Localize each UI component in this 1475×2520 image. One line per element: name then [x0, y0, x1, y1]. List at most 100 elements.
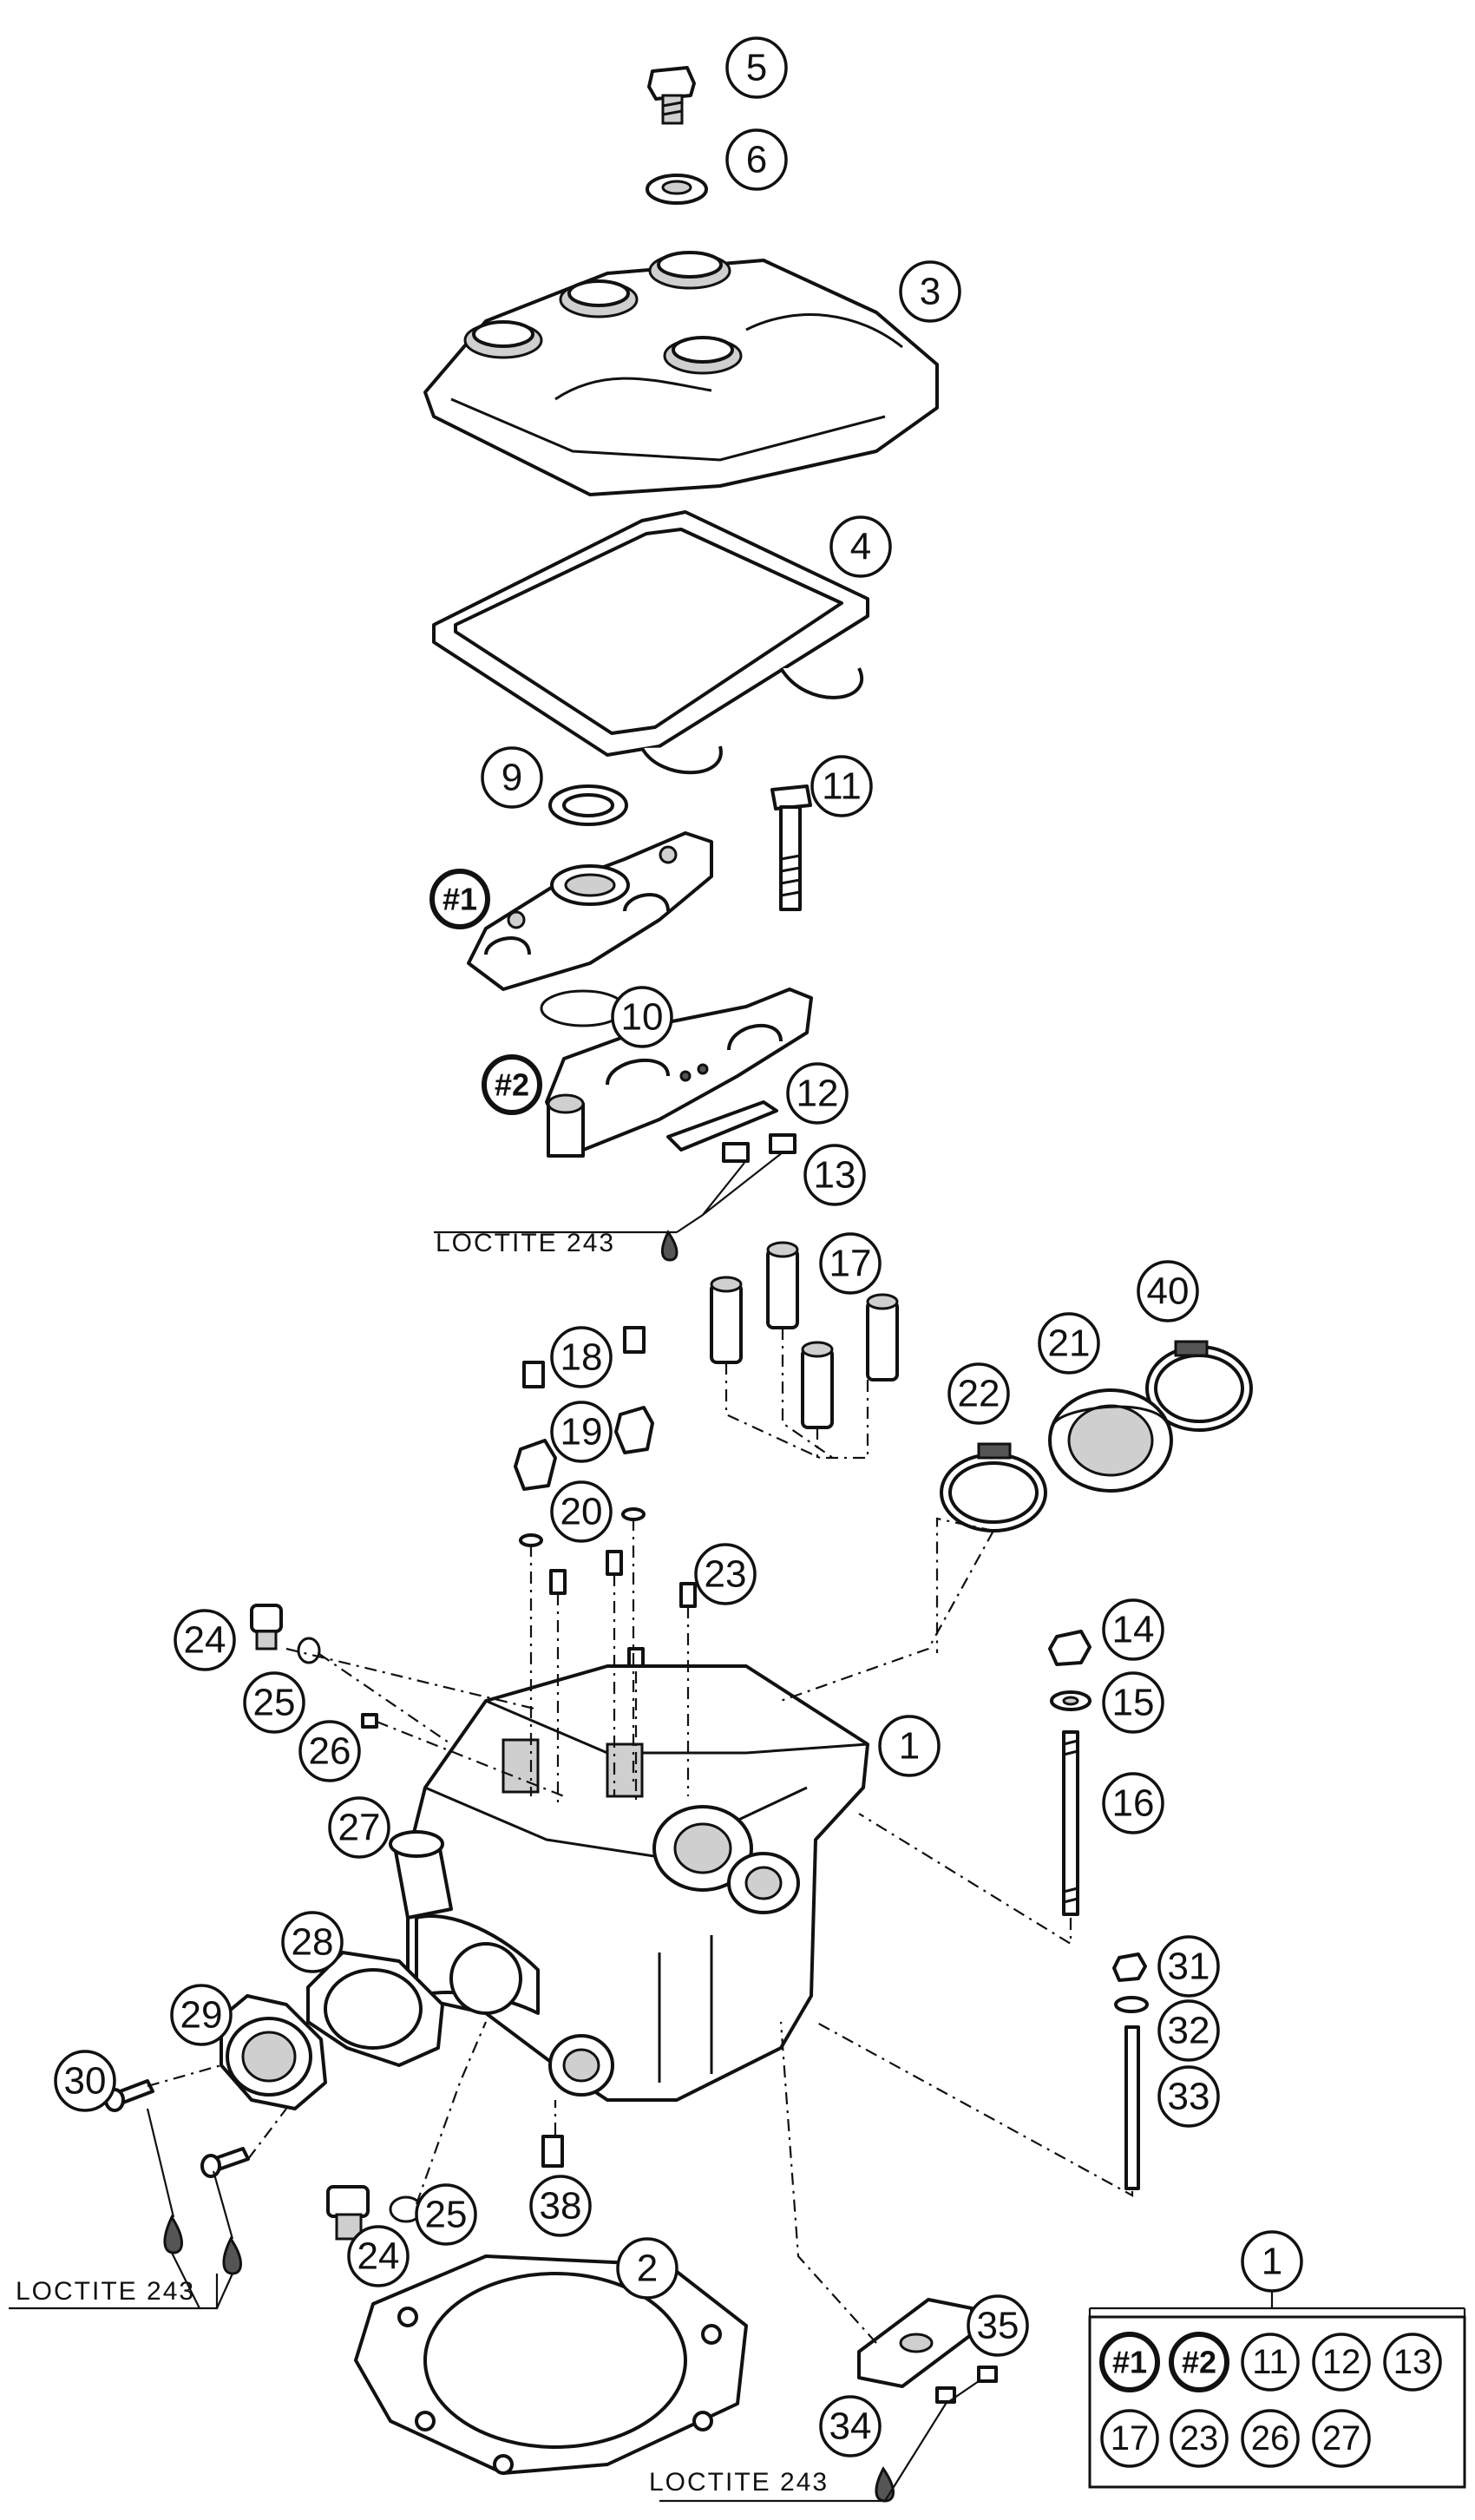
part-washer-15 — [1050, 1690, 1092, 1711]
callout-30: 30 — [54, 2050, 116, 2112]
kit-item: 26 — [1251, 2419, 1290, 2458]
kit-title: 1 — [1262, 2241, 1282, 2283]
callout-label: 22 — [958, 1373, 1000, 1415]
callout-22: 22 — [947, 1362, 1010, 1425]
part-loctite-drop-bottom — [875, 2466, 895, 2503]
callout-4: 4 — [829, 515, 892, 578]
callout-label: 40 — [1147, 1270, 1190, 1313]
callout-label: 3 — [920, 271, 941, 313]
callout-24-top: 24 — [174, 1609, 236, 1671]
part-bearing-bridge-2 — [545, 988, 813, 1158]
part-bearing-bridge-1 — [467, 831, 713, 991]
part-valve-cover-3 — [423, 251, 939, 496]
callout-2: 2 — [616, 2237, 678, 2300]
part-dowels-23 — [549, 1550, 697, 1673]
part-screws-18 — [522, 1326, 646, 1388]
part-loctite-drops-left — [163, 2214, 242, 2275]
callout-31: 31 — [1157, 1935, 1220, 1998]
kit-box: 1 #1 #2 11 12 13 17 23 26 27 — [1088, 2230, 1466, 2489]
callout-26: 26 — [298, 1720, 361, 1782]
callout-label: 13 — [814, 1154, 856, 1197]
callout-25-bottom: 25 — [415, 2183, 477, 2246]
callout-label: 19 — [560, 1411, 603, 1454]
callout-bridge-2: #2 — [482, 1054, 542, 1115]
part-fitting-27 — [389, 1830, 453, 1920]
callout-29: 29 — [170, 1984, 233, 2046]
loctite-note-top: LOCTITE 243 — [436, 1229, 615, 1257]
part-stud-16 — [1062, 1730, 1079, 1916]
callout-33: 33 — [1157, 2065, 1220, 2128]
part-head-gasket-2 — [354, 2254, 748, 2475]
callout-label: 12 — [796, 1073, 839, 1115]
callout-35: 35 — [967, 2294, 1029, 2357]
callout-label: 11 — [822, 765, 862, 808]
callout-label: 5 — [746, 47, 767, 89]
kit-item: #2 — [1182, 2345, 1216, 2380]
callout-40: 40 — [1137, 1260, 1199, 1322]
callout-10: 10 — [611, 986, 673, 1048]
part-washer-32 — [1114, 1996, 1149, 2013]
kit-item: #1 — [1112, 2345, 1147, 2380]
callout-20: 20 — [550, 1480, 613, 1543]
part-plug-24-top — [250, 1604, 283, 1650]
callout-6: 6 — [725, 128, 788, 191]
callout-3: 3 — [899, 260, 961, 323]
callout-label: 6 — [746, 139, 767, 181]
callout-label: 26 — [309, 1730, 351, 1773]
part-ring-25-top — [297, 1637, 321, 1664]
callout-label: 4 — [850, 526, 871, 568]
callout-27: 27 — [328, 1796, 390, 1859]
part-washers-20 — [519, 1507, 646, 1547]
callout-label: 1 — [899, 1725, 920, 1768]
callout-18: 18 — [550, 1326, 613, 1388]
part-plug-24-bottom — [326, 2185, 370, 2241]
callout-21: 21 — [1038, 1312, 1100, 1375]
part-screws-35 — [935, 2366, 998, 2404]
callout-38: 38 — [529, 2175, 592, 2237]
callout-label: 28 — [292, 1921, 334, 1964]
callout-17: 17 — [819, 1232, 882, 1295]
loctite-note-bottom: LOCTITE 243 — [649, 2468, 829, 2497]
callout-34: 34 — [819, 2395, 882, 2458]
part-washer-6 — [646, 174, 708, 205]
callout-label: 27 — [338, 1807, 381, 1849]
kit-item: 17 — [1111, 2419, 1150, 2458]
callout-12: 12 — [786, 1062, 849, 1125]
callout-label: 10 — [621, 996, 664, 1039]
kit-item: 23 — [1180, 2419, 1219, 2458]
part-nut-14 — [1048, 1630, 1092, 1666]
callout-label: 25 — [425, 2194, 468, 2236]
part-seal-9 — [548, 784, 628, 826]
callout-label: 16 — [1112, 1782, 1155, 1825]
kit-item: 12 — [1322, 2343, 1361, 2381]
callout-label: 18 — [560, 1336, 603, 1379]
part-cylinder-head-1 — [406, 1664, 869, 2102]
callout-label: #2 — [495, 1067, 529, 1103]
part-intake-flange-21 — [1048, 1388, 1173, 1493]
kit-item: 27 — [1322, 2419, 1361, 2458]
loctite-note-left: LOCTITE 243 — [16, 2277, 195, 2306]
callout-label: 25 — [253, 1682, 296, 1724]
callout-label: 30 — [64, 2060, 107, 2103]
callout-15: 15 — [1102, 1671, 1164, 1734]
callout-label: 31 — [1168, 1946, 1210, 1988]
callout-label: 29 — [180, 1994, 223, 2037]
callout-1: 1 — [878, 1715, 941, 1777]
kit-item: 13 — [1393, 2343, 1432, 2381]
part-gasket-4 — [432, 510, 869, 775]
callout-label: #1 — [442, 882, 477, 917]
callout-25-top: 25 — [243, 1671, 305, 1734]
part-nozzle-38 — [541, 2135, 564, 2168]
callout-label: 34 — [829, 2405, 872, 2448]
callout-label: 20 — [560, 1491, 603, 1533]
part-gasket-28 — [306, 1951, 444, 2067]
callout-16: 16 — [1102, 1772, 1164, 1834]
callout-label: 24 — [357, 2235, 400, 2278]
callout-9: 9 — [481, 746, 543, 809]
callout-label: 14 — [1112, 1609, 1155, 1651]
callout-23: 23 — [694, 1543, 757, 1605]
part-screws-13 — [722, 1133, 796, 1163]
part-clamp-40 — [1145, 1340, 1253, 1432]
